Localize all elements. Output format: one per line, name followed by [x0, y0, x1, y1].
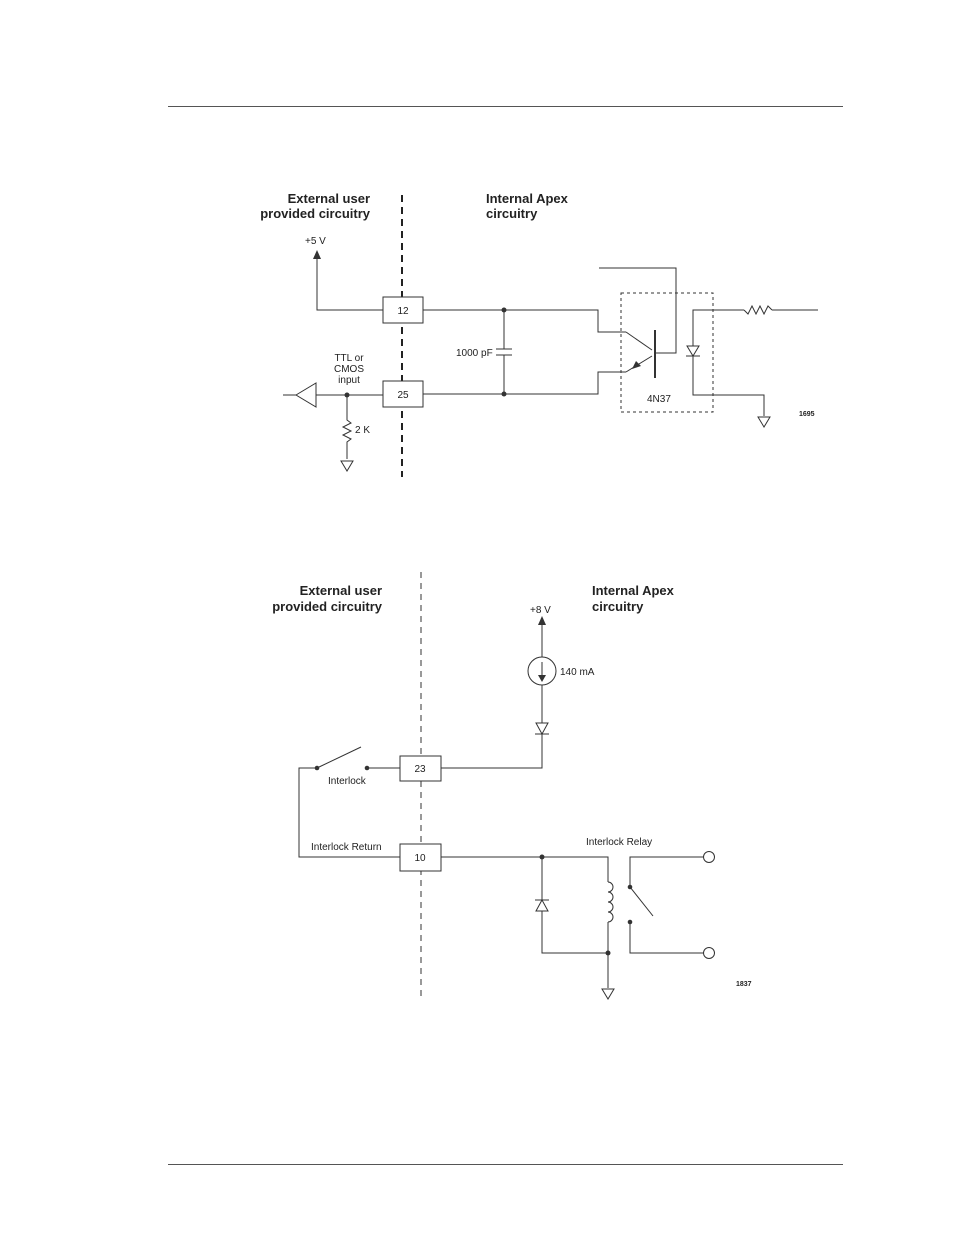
ground-icon [758, 417, 770, 427]
input-label-line3: input [338, 375, 360, 386]
ground-icon [341, 461, 353, 471]
series-resistor-icon [744, 306, 772, 314]
bottom-header-internal-line2: circuitry [592, 599, 644, 614]
supply-arrow-icon [538, 616, 546, 625]
top-figure-number: 1695 [799, 411, 815, 418]
relay-label: Interlock Relay [586, 837, 652, 848]
diode-icon [536, 723, 548, 734]
resistor-label: 2 K [355, 425, 370, 436]
top-header-external-line1: External user [288, 191, 370, 206]
bottom-figure-number: 1837 [736, 981, 752, 988]
relay-switch-icon [630, 887, 653, 916]
pin-12-label: 12 [397, 306, 409, 317]
flyback-diode-lead-bottom [542, 911, 608, 953]
relay-common-wire [630, 857, 703, 887]
bottom-supply-label: +8 V [530, 605, 551, 616]
interlock-return-label: Interlock Return [311, 842, 382, 853]
emitter-arrow-icon [632, 361, 641, 369]
pin-10-label: 10 [414, 853, 426, 864]
interlock-label: Interlock [328, 776, 367, 787]
ground-icon [602, 989, 614, 999]
diagram-interlock: External user provided circuitry Interna… [272, 572, 751, 1000]
capacitor-label: 1000 pF [456, 348, 493, 359]
top-header-external-line2: provided circuitry [260, 206, 371, 221]
pin-12-wire [423, 310, 626, 332]
supply-wire [317, 258, 383, 310]
interlock-switch-icon [317, 747, 361, 768]
transistor-collector-icon [626, 332, 652, 350]
flyback-diode-icon [536, 900, 548, 911]
relay-feed-wire [441, 857, 608, 882]
optocoupler-label: 4N37 [647, 394, 671, 405]
led-anode-wire [693, 310, 744, 346]
switch-contact-icon [365, 766, 370, 771]
pin-25-wire [423, 372, 626, 394]
diode-output-wire [441, 734, 542, 768]
pin-23-label: 23 [414, 764, 426, 775]
diagram-ttl-input: External user provided circuitry Interna… [260, 191, 818, 477]
top-header-internal-line1: Internal Apex [486, 191, 569, 206]
top-header-internal-line2: circuitry [486, 206, 538, 221]
terminal-icon [704, 948, 715, 959]
input-label-line1: TTL or [334, 353, 364, 364]
resistor-icon [343, 395, 351, 459]
supply-arrow-icon [313, 250, 321, 259]
input-label-line2: CMOS [334, 364, 364, 375]
terminal-icon [704, 852, 715, 863]
relay-normally-open-wire [630, 922, 703, 953]
relay-coil-icon [608, 882, 613, 922]
current-source-label: 140 mA [560, 667, 595, 678]
bottom-header-external-line2: provided circuitry [272, 599, 383, 614]
bottom-header-external-line1: External user [300, 583, 382, 598]
top-supply-label: +5 V [305, 236, 326, 247]
buffer-icon [296, 383, 316, 407]
led-diode-icon [687, 346, 699, 356]
junction-dot [606, 951, 611, 956]
pin-25-label: 25 [397, 390, 409, 401]
led-return-wire [693, 356, 764, 416]
bottom-header-internal-line1: Internal Apex [592, 583, 675, 598]
